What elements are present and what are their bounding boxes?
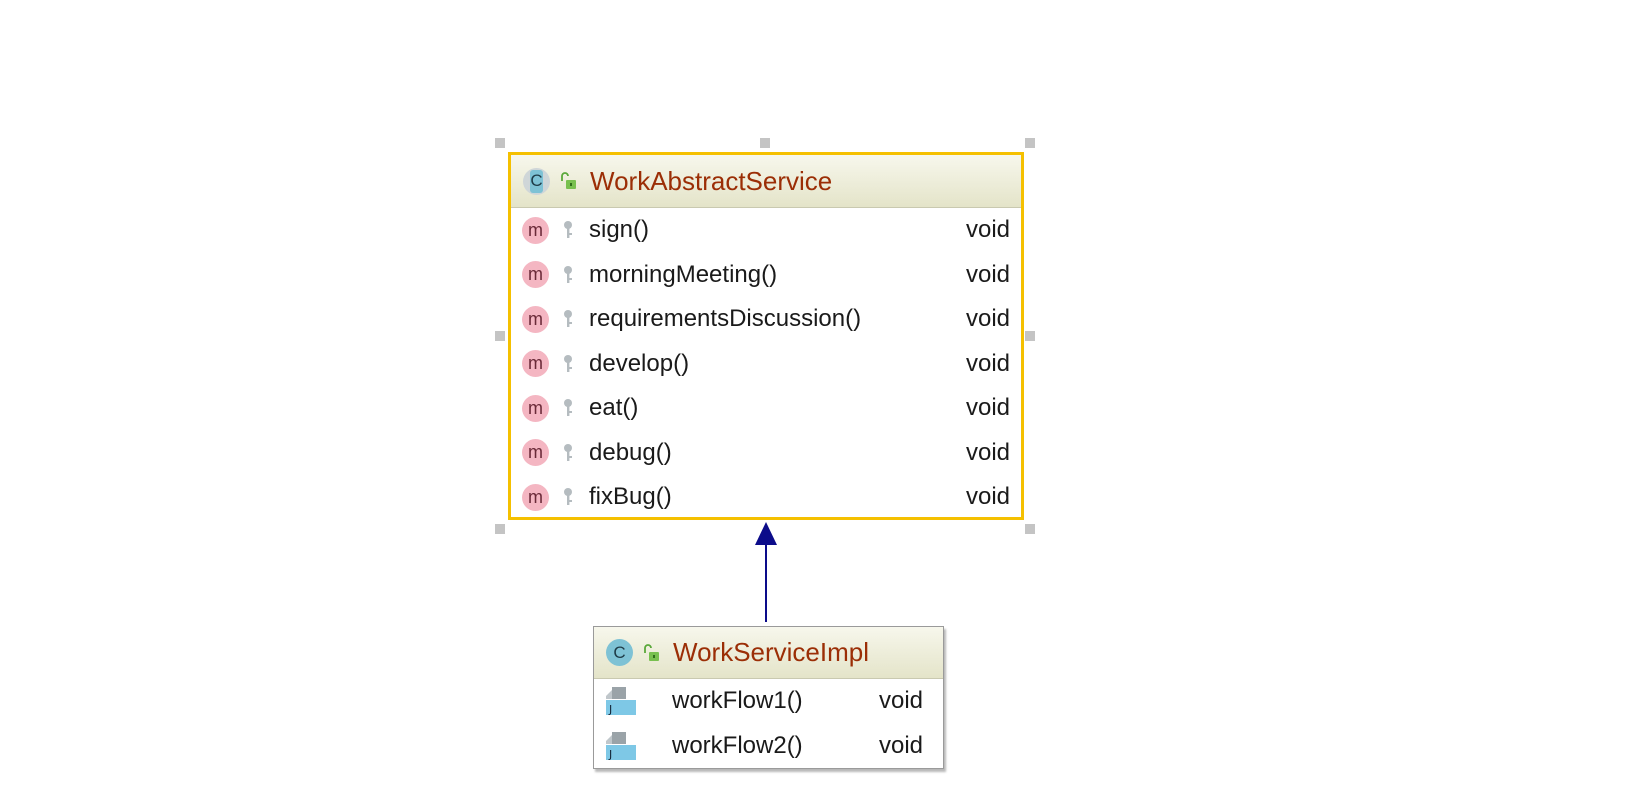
protected-key-icon xyxy=(564,488,572,506)
protected-key-icon xyxy=(564,265,572,283)
method-row[interactable]: m develop() void xyxy=(511,342,1021,387)
resize-handle-bottom-right[interactable] xyxy=(1025,524,1035,534)
protected-key-icon xyxy=(564,310,572,328)
return-type: void xyxy=(966,394,1011,422)
protected-key-icon xyxy=(564,399,572,417)
class-icon: C xyxy=(606,639,633,666)
method-name: debug() xyxy=(589,438,672,466)
resize-handle-right[interactable] xyxy=(1025,331,1035,341)
resize-handle-left[interactable] xyxy=(495,331,505,341)
return-type: void xyxy=(879,731,924,759)
method-list: J workFlow1() void J workFlow2() void xyxy=(594,679,943,768)
resize-handle-top-left[interactable] xyxy=(495,138,505,148)
method-row[interactable]: J workFlow1() void xyxy=(594,679,943,724)
method-icon: m xyxy=(522,216,549,244)
method-name: workFlow2() xyxy=(672,731,803,759)
class-header[interactable]: C WorkServiceImpl xyxy=(594,627,943,679)
abstract-class-icon: C xyxy=(523,167,550,195)
return-type: void xyxy=(966,305,1011,333)
method-icon: m xyxy=(522,350,549,378)
svg-text:J: J xyxy=(608,703,612,716)
return-type: void xyxy=(966,483,1011,511)
return-type: void xyxy=(966,438,1011,466)
method-row[interactable]: m sign() void xyxy=(511,208,1021,253)
method-icon: m xyxy=(522,305,549,333)
method-name: workFlow1() xyxy=(672,687,803,715)
protected-key-icon xyxy=(564,354,572,372)
svg-text:J: J xyxy=(608,748,612,761)
method-icon: m xyxy=(522,439,549,467)
return-type: void xyxy=(966,216,1011,244)
unlocked-icon xyxy=(644,643,659,661)
return-type: void xyxy=(879,687,924,715)
method-icon: m xyxy=(522,394,549,422)
method-name: sign() xyxy=(589,216,650,244)
resize-handle-top[interactable] xyxy=(760,138,770,148)
method-name: eat() xyxy=(589,394,639,422)
method-name: develop() xyxy=(589,349,690,377)
protected-key-icon xyxy=(564,443,572,461)
class-name: WorkServiceImpl xyxy=(673,637,870,667)
method-row[interactable]: m debug() void xyxy=(511,431,1021,476)
method-row[interactable]: m eat() void xyxy=(511,386,1021,431)
method-name: morningMeeting() xyxy=(589,260,778,288)
method-icon: m xyxy=(522,261,549,289)
unlocked-icon xyxy=(561,172,576,189)
method-row[interactable]: m morningMeeting() void xyxy=(511,253,1021,298)
method-name: fixBug() xyxy=(589,483,672,511)
return-type: void xyxy=(966,260,1011,288)
class-header[interactable]: C WorkAbstractService xyxy=(511,155,1021,208)
method-name: requirementsDiscussion() xyxy=(589,305,862,333)
method-icon: m xyxy=(522,483,549,511)
resize-handle-top-right[interactable] xyxy=(1025,138,1035,148)
resize-handle-bottom-left[interactable] xyxy=(495,524,505,534)
java-method-icon: J xyxy=(606,731,636,761)
method-row[interactable]: m requirementsDiscussion() void xyxy=(511,297,1021,342)
class-box-workabstractservice[interactable]: C WorkAbstractService m sign() void m mo… xyxy=(508,152,1024,520)
protected-key-icon xyxy=(564,221,572,239)
return-type: void xyxy=(966,349,1011,377)
java-method-icon: J xyxy=(606,687,636,716)
method-row[interactable]: m fixBug() void xyxy=(511,475,1021,520)
class-name: WorkAbstractService xyxy=(590,165,833,196)
method-list: m sign() void m morningMeeting() void m … xyxy=(511,208,1021,520)
inheritance-arrowhead xyxy=(755,522,777,545)
method-row[interactable]: J workFlow2() void xyxy=(594,724,943,769)
class-box-workserviceimpl[interactable]: C WorkServiceImpl J workFlow1() void J xyxy=(593,626,944,769)
